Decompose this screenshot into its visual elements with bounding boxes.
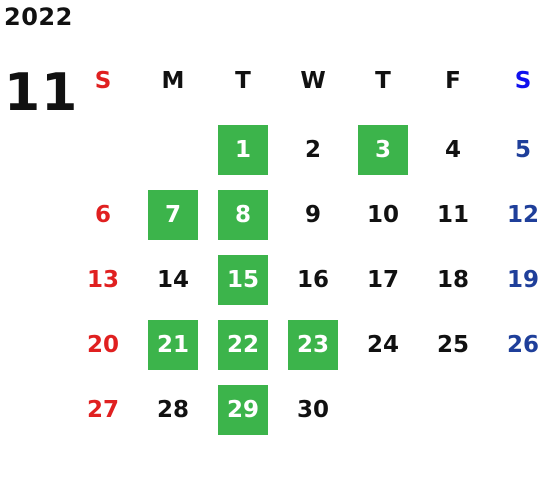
day-18[interactable]: 18: [436, 267, 469, 293]
weekday-header-fri: F: [445, 68, 461, 94]
weekday-header-mon: M: [161, 68, 185, 94]
day-7[interactable]: 7: [148, 190, 198, 240]
day-11[interactable]: 11: [436, 202, 469, 228]
day-26[interactable]: 26: [506, 332, 539, 358]
weekday-header-sun: S: [94, 68, 112, 94]
day-21[interactable]: 21: [148, 320, 198, 370]
day-8[interactable]: 8: [218, 190, 268, 240]
weekday-header-wed: W: [300, 68, 326, 94]
month-label: 11: [4, 63, 79, 123]
day-10[interactable]: 10: [366, 202, 399, 228]
day-4[interactable]: 4: [444, 137, 461, 163]
day-9[interactable]: 9: [304, 202, 321, 228]
day-6[interactable]: 6: [94, 202, 111, 228]
day-20[interactable]: 20: [86, 332, 119, 358]
day-14[interactable]: 14: [156, 267, 189, 293]
day-19[interactable]: 19: [506, 267, 539, 293]
weekday-header-sat: S: [514, 68, 532, 94]
day-15[interactable]: 15: [218, 255, 268, 305]
day-25[interactable]: 25: [436, 332, 469, 358]
day-24[interactable]: 24: [366, 332, 399, 358]
day-27[interactable]: 27: [86, 397, 119, 423]
year-label: 2022: [4, 3, 73, 31]
day-23[interactable]: 23: [288, 320, 338, 370]
day-17[interactable]: 17: [366, 267, 399, 293]
day-22[interactable]: 22: [218, 320, 268, 370]
weekday-header-thu: T: [375, 68, 391, 94]
day-12[interactable]: 12: [506, 202, 539, 228]
day-2[interactable]: 2: [304, 137, 321, 163]
weekday-header-tue: T: [235, 68, 251, 94]
day-30[interactable]: 30: [296, 397, 329, 423]
day-3[interactable]: 3: [358, 125, 408, 175]
day-28[interactable]: 28: [156, 397, 189, 423]
day-16[interactable]: 16: [296, 267, 329, 293]
day-1[interactable]: 1: [218, 125, 268, 175]
day-29[interactable]: 29: [218, 385, 268, 435]
day-5[interactable]: 5: [514, 137, 531, 163]
day-13[interactable]: 13: [86, 267, 119, 293]
